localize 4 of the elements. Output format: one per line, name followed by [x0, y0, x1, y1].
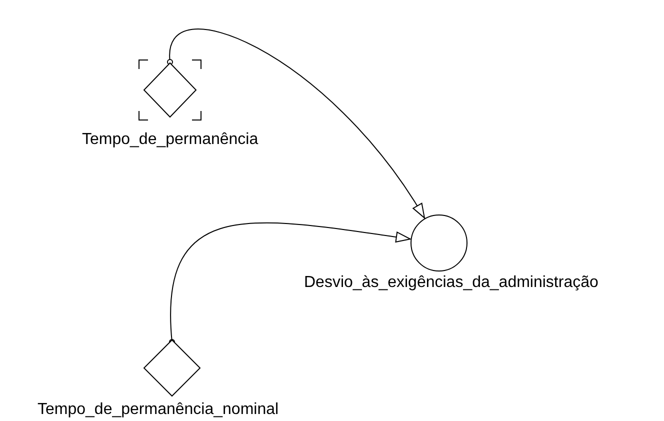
variable-name: Tempo_de_permanência_nominal — [38, 401, 279, 419]
arrow — [167, 28, 425, 218]
variable-name: Tempo_de_permanência — [82, 131, 258, 149]
variable-name: Desvio_às_exigências_da_administração — [304, 274, 598, 292]
